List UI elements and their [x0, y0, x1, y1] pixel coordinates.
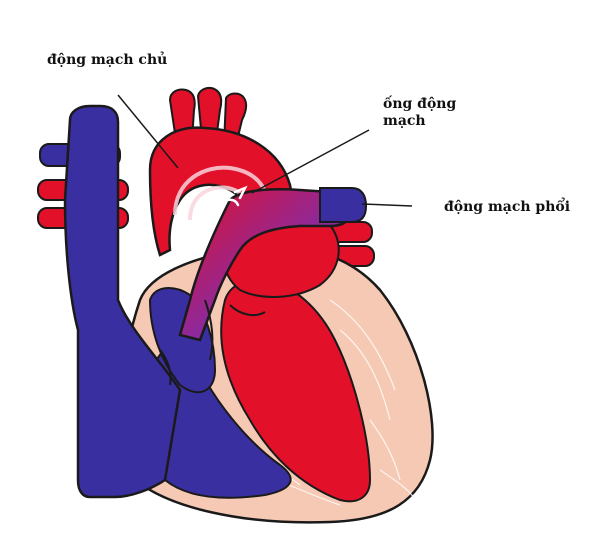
vena-cava — [63, 104, 182, 499]
valves — [159, 299, 266, 386]
flow-arrows — [218, 185, 248, 207]
aorta-label: động mạch chủ — [47, 52, 168, 68]
leader-lines — [117, 94, 413, 207]
ductus-label-line-1: ống động — [383, 96, 457, 112]
pulmonary-artery-branch — [319, 187, 368, 223]
pulmonary-artery-label: động mạch phổi — [444, 199, 571, 215]
ductus-label-line-2: mạch — [383, 113, 426, 129]
ductus-arteriosus-label: ống động mạch — [383, 96, 456, 130]
